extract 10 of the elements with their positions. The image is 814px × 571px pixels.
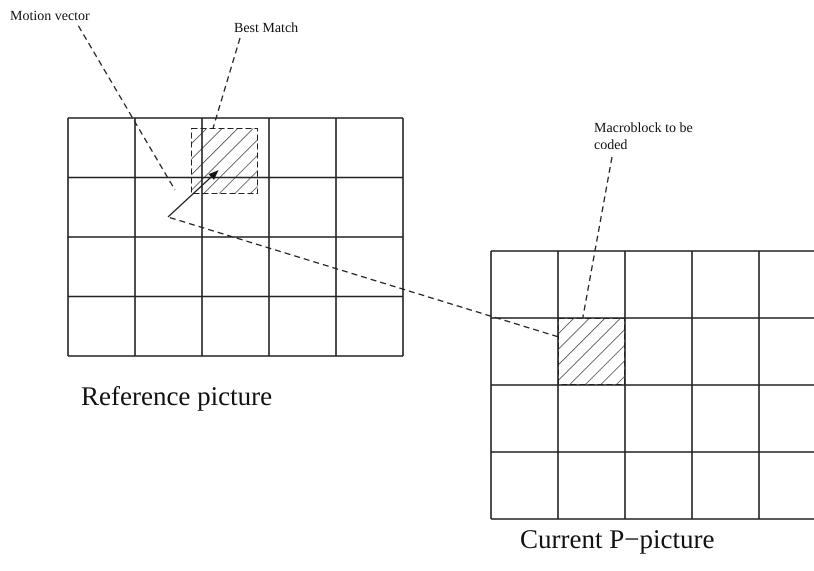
leader-line [212, 38, 241, 128]
callout-label: Macroblock to be coded [594, 120, 694, 154]
picture-caption: Current P−picture [520, 524, 714, 555]
dashed-line [168, 216, 558, 338]
leader-line [582, 156, 613, 318]
callout-label: Best Match [234, 20, 334, 37]
callout-label: Motion vector [10, 8, 130, 25]
motion-vector-arrow [168, 170, 219, 218]
picture-caption: Reference picture [81, 381, 272, 412]
leader-line [78, 26, 176, 190]
